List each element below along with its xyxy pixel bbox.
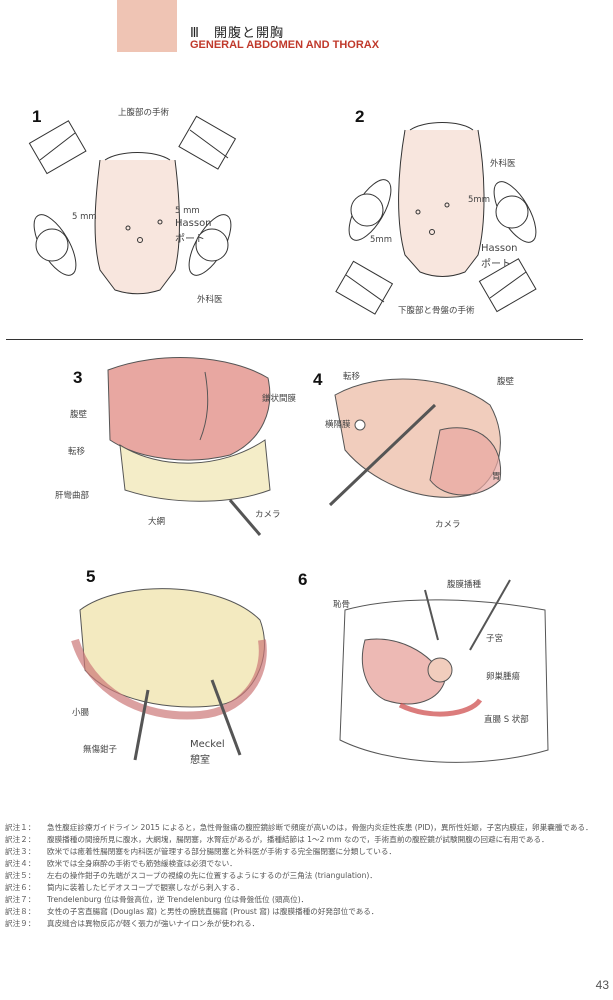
figure-2-drawing [335,122,537,315]
note-6: 訳注６：筒内に装着したビデオスコープで観察しながら刺入する． [5,883,244,892]
fig1-label-hasson: Hasson [175,218,212,229]
translator-notes: 訳注１：急性腹症診療ガイドライン 2015 によると，急性骨盤痛の腹腔鏡診断で頻… [5,822,603,930]
fig5-label-diverticulum: 憩室 [190,755,210,766]
note-9: 訳注９：真皮縫合は異物反応が軽く張力が強いナイロン糸が使われる． [5,919,260,928]
fig2-label-5mm-left: 5mm [370,235,392,245]
section-divider [6,339,583,340]
note-3: 訳注３：欧米では癒着性腸閉塞を内科医が管理する部分腸閉塞と外科医が手術する完全腸… [5,847,397,856]
fig1-label-port: ポート [175,234,205,245]
figure-5-drawing [71,588,267,761]
note-8: 訳注８：女性の子宮直腸窩 (Douglas 窩) と男性の膀胱直腸窩 (Prou… [5,907,379,916]
note-7: 訳注７：Trendelenburg 位は骨盤高位，逆 Trendelenburg… [5,895,309,904]
fig3-label-hepatic-flexure: 肝彎曲部 [55,491,90,501]
figure-6-drawing [339,579,549,763]
figure-6-number: 6 [298,570,308,589]
note-1: 訳注１：急性腹症診療ガイドライン 2015 によると，急性骨盤痛の腹腔鏡診断で頻… [5,823,593,832]
figure-2-number: 2 [355,107,365,126]
chapter-tab [117,0,177,52]
fig6-label-dissemination: 腹膜播種 [447,580,482,590]
figure-5-number: 5 [86,567,96,586]
fig3-label-metastasis: 転移 [68,447,86,457]
fig4-label-camera: カメラ [435,520,461,530]
fig5-label-meckel: Meckel [190,739,225,750]
figure-3-number: 3 [73,368,83,387]
fig6-label-ovarian-tumor: 卵巣腫瘍 [486,672,521,682]
fig4-label-stomach: 胃 [492,472,501,482]
fig2-label-surgeon: 外科医 [490,159,516,169]
fig5-label-small-bowel: 小腸 [72,708,90,718]
chapter-title-jp: Ⅲ 開腹と開胸 [190,26,284,41]
fig6-label-pubis: 恥骨 [333,600,351,610]
figure-3-drawing [107,357,271,536]
fig1-label-upper-abdomen: 上腹部の手術 [118,108,170,118]
fig3-label-wall: 腹壁 [70,410,88,420]
fig4-label-metastasis: 転移 [343,372,361,382]
fig3-label-falciform: 鎌状間膜 [262,394,297,404]
fig3-label-omentum: 大網 [148,517,166,527]
fig2-label-lower-abdomen: 下腹部と骨盤の手術 [398,306,475,316]
fig1-label-5mm-left: 5 mm [72,212,97,222]
figure-1-number: 1 [32,107,42,126]
illustrations [28,115,549,763]
page-number: 43 [595,978,609,992]
fig2-label-hasson: Hasson [481,243,518,254]
fig3-label-camera: カメラ [255,510,281,520]
fig6-label-uterus: 子宮 [486,634,504,644]
fig2-label-port: ポート [481,259,511,270]
note-2: 訳注２：腹膜播種の間接所見に腹水，大網塊，腸閉塞，水腎症があるが，播種結節は 1… [5,835,549,844]
fig4-label-wall: 腹壁 [497,377,515,387]
note-5: 訳注５：左右の操作鉗子の先端がスコープの視線の先に位置するようにするのが三角法 … [5,871,377,880]
chapter-title-en: GENERAL ABDOMEN AND THORAX [190,39,380,51]
fig1-label-5mm-right: 5 mm [175,206,200,216]
fig2-label-5mm-right: 5mm [468,195,490,205]
fig1-label-surgeon: 外科医 [197,295,223,305]
fig6-label-rectosigmoid: 直腸 S 状部 [484,715,529,725]
fig5-label-forceps: 無傷鉗子 [83,745,118,755]
fig4-label-diaphragm: 横隔膜 [325,420,351,430]
figure-4-number: 4 [313,370,323,389]
figure-1-drawing [28,115,237,295]
figure-4-drawing [328,378,502,507]
note-4: 訳注４：欧米では全身麻酔の手術でも筋弛緩検査は必須でない． [5,859,237,868]
